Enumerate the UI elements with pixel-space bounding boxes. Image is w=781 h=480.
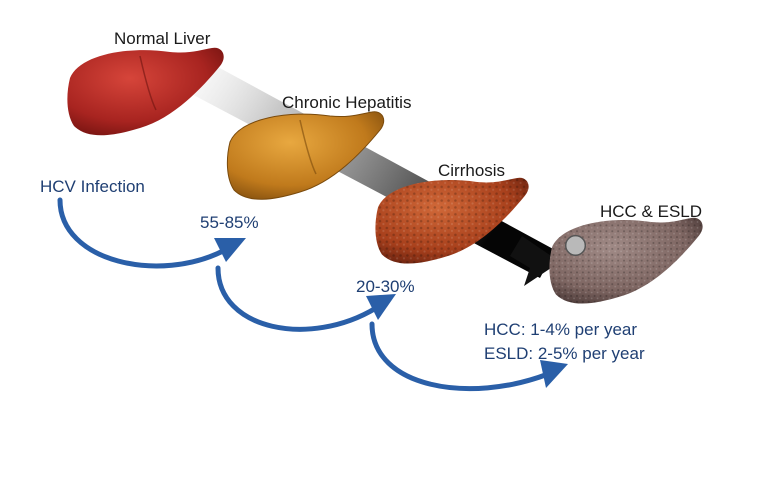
transition-arrowhead-2 [366,294,396,320]
stage-label-chronic-hepatitis: Chronic Hepatitis [282,94,411,111]
transition-label-55-85: 55-85% [200,214,259,231]
transition-arrow-2 [218,268,376,329]
stage-label-hcc-esld: HCC & ESLD [600,203,702,220]
outcome-label-esld: ESLD: 2-5% per year [484,345,645,362]
tumor-nodule [566,236,586,256]
stage-label-normal-liver: Normal Liver [114,30,210,47]
transition-arrowhead-1 [214,238,246,262]
transition-arrowhead-3 [540,360,568,388]
transition-label-20-30: 20-30% [356,278,415,295]
stage-label-cirrhosis: Cirrhosis [438,162,505,179]
hcc-esld-liver-image [549,218,702,304]
outcome-label-hcc: HCC: 1-4% per year [484,321,637,338]
transition-label-hcv-infection: HCV Infection [40,178,145,195]
transition-arrow-1 [60,200,225,266]
